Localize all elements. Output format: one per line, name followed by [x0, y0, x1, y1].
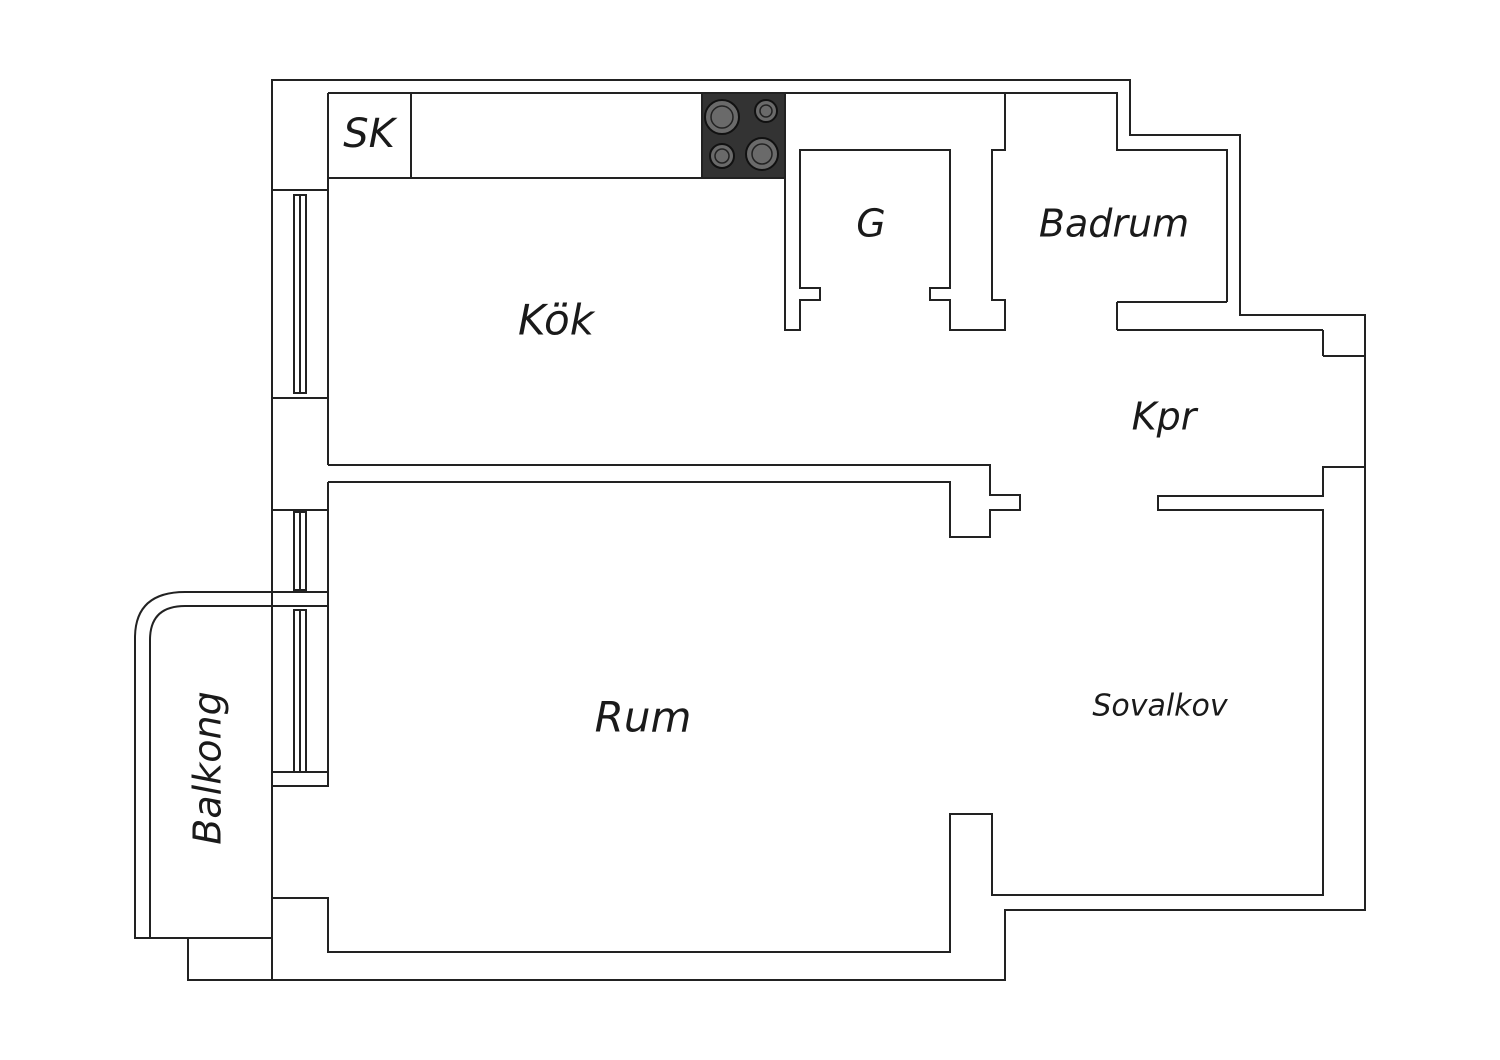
window-living-lower [271, 605, 329, 787]
outer-wall-outline [134, 79, 1366, 981]
window-living-upper [271, 509, 329, 593]
bathroom-label: Badrum [1039, 202, 1189, 246]
inner-wall-outline [328, 92, 1228, 302]
windows [271, 189, 329, 787]
closet-label: G [856, 202, 885, 246]
window-kitchen [271, 189, 329, 399]
outer-walls [134, 79, 1366, 981]
stove-icon [701, 92, 786, 179]
balcony-label: Balkong [186, 691, 230, 844]
hall-label: Kpr [1132, 395, 1199, 439]
sleeping-label: Sovalkov [1092, 689, 1229, 724]
storage-label: SK [343, 111, 397, 157]
kitchen-label: Kök [518, 296, 596, 345]
living-label: Rum [595, 693, 692, 742]
